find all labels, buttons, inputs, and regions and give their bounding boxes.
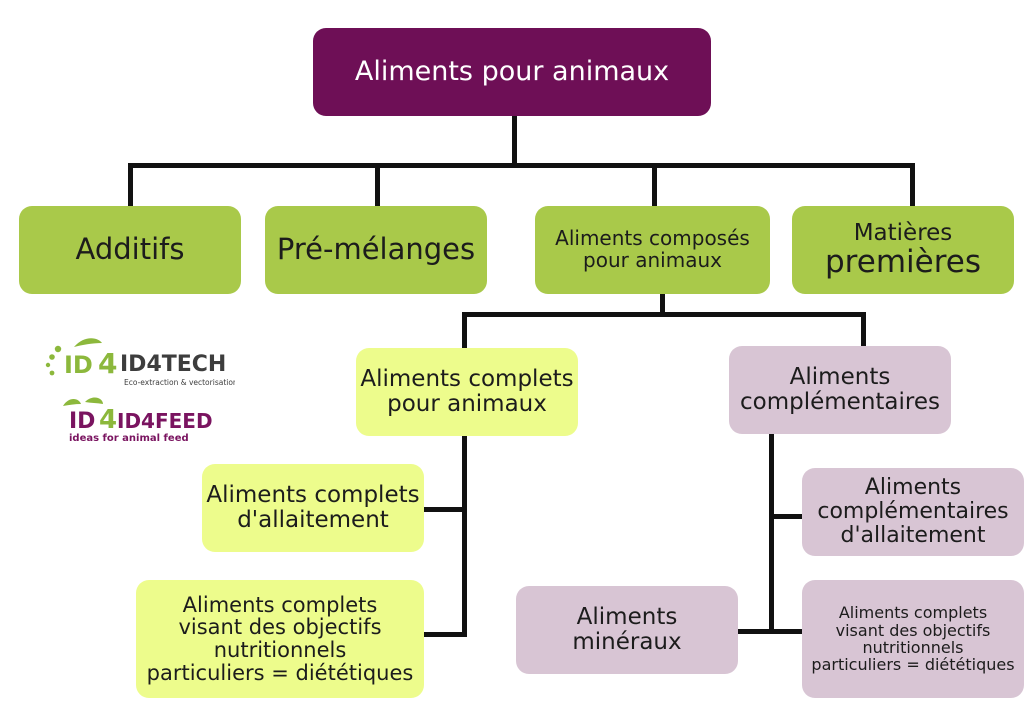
svg-text:4: 4 xyxy=(98,347,117,380)
node-label-line: complémentaires xyxy=(817,499,1009,525)
node-label-line: Aliments xyxy=(576,604,678,631)
node-label-line: Aliments complets xyxy=(360,366,574,393)
node-label-line: particuliers = diététiques xyxy=(811,655,1015,675)
node-label-line: Aliments composés xyxy=(555,226,750,251)
node-complementaires-dietetiques: Aliments complets visant des objectifs n… xyxy=(802,580,1024,698)
node-label-line: complémentaires xyxy=(740,389,940,415)
node-complets-dietetiques: Aliments complets visant des objectifs n… xyxy=(136,580,424,698)
id4feed-logo: ID 4 ID4FEED ideas for animal feed xyxy=(55,396,220,444)
id4feed-tagline: ideas for animal feed xyxy=(69,433,189,444)
connector-complementaires-trunk xyxy=(769,433,774,633)
node-pre-melanges: Pré-mélanges xyxy=(265,206,487,294)
connector-complets xyxy=(462,312,467,348)
svg-text:ID: ID xyxy=(69,409,95,434)
node-label: Aliments pour animaux xyxy=(354,56,670,88)
svg-text:ID: ID xyxy=(64,351,93,379)
node-label-line: Aliments complets xyxy=(838,603,988,623)
connector-root-down xyxy=(512,114,517,166)
node-label: Pré-mélanges xyxy=(276,232,476,267)
id4feed-wordmark: ID4FEED xyxy=(117,409,213,433)
node-label-line: nutritionnels xyxy=(213,638,347,662)
svg-text:4: 4 xyxy=(99,405,117,435)
connector-level2-bar xyxy=(462,312,866,317)
node-additifs: Additifs xyxy=(19,206,241,294)
node-label: Additifs xyxy=(75,232,185,267)
id4tech-logo-graphic: ID 4 ID4TECH Eco-extraction & vectorisat… xyxy=(45,338,235,387)
node-label-line: Aliments complets xyxy=(206,482,420,509)
connector-matieres-premieres xyxy=(910,163,915,208)
node-aliments-complementaires: Aliments complémentaires xyxy=(729,346,951,434)
node-complets-allaitement: Aliments complets d'allaitement xyxy=(202,464,424,552)
node-complementaires-allaitement: Aliments complémentaires d'allaitement xyxy=(802,468,1024,556)
node-label-line: Aliments complets xyxy=(182,592,378,617)
id4tech-tagline: Eco-extraction & vectorisation xyxy=(124,378,235,387)
node-aliments-complets: Aliments complets pour animaux xyxy=(356,348,578,436)
connector-level1-bar xyxy=(128,163,915,168)
connector-additifs xyxy=(128,163,133,208)
node-label-line: pour animaux xyxy=(583,248,722,272)
node-matieres-premieres: Matières premières xyxy=(792,206,1014,294)
node-label-line: minéraux xyxy=(572,629,682,655)
id4tech-logo: ID 4 ID4TECH Eco-extraction & vectorisat… xyxy=(40,333,235,393)
connector-complementaires-mineraux xyxy=(736,629,802,634)
connector-complets-trunk xyxy=(462,436,467,636)
node-label-line: visant des objectifs xyxy=(835,620,991,640)
node-label-line: premières xyxy=(825,243,981,280)
node-label-line: Aliments xyxy=(864,475,962,501)
node-label-line: particuliers = diététiques xyxy=(146,660,414,685)
node-label-line: Matières xyxy=(853,219,953,246)
connector-complementaires xyxy=(861,312,866,346)
connector-composes-down xyxy=(660,293,665,315)
node-label-line: d'allaitement xyxy=(237,507,389,533)
connector-aliments-composes xyxy=(652,163,657,208)
node-label-line: visant des objectifs xyxy=(178,615,382,640)
id4feed-logo-graphic: ID 4 ID4FEED ideas for animal feed xyxy=(63,397,213,444)
node-label-line: pour animaux xyxy=(387,391,547,417)
node-aliments-composes: Aliments composés pour animaux xyxy=(535,206,770,294)
connector-pre-melanges xyxy=(375,163,380,208)
connector-complets-dietetiques xyxy=(424,632,467,637)
node-label-line: d'allaitement xyxy=(840,522,986,548)
connector-complets-allaitement xyxy=(424,507,467,512)
node-aliments-pour-animaux: Aliments pour animaux xyxy=(313,28,711,116)
connector-complementaires-allaitement xyxy=(769,514,802,519)
node-label-line: Aliments xyxy=(789,364,891,391)
node-aliments-mineraux: Aliments minéraux xyxy=(516,586,738,674)
id4tech-wordmark: ID4TECH xyxy=(120,352,226,377)
node-label-line: nutritionnels xyxy=(862,638,964,657)
